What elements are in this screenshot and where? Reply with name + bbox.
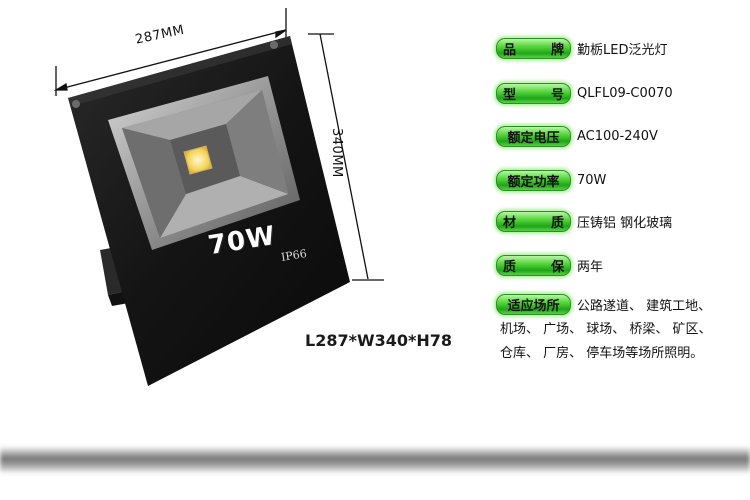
spec-tag-warranty: 质 保 (496, 254, 571, 276)
spec-tag-power: 额定功率 (496, 169, 571, 191)
spec-row-applications: 适应场所 公路遂道、 建筑工地、 (496, 292, 711, 316)
spec-tag-brand: 品 牌 (496, 37, 571, 59)
floor-shadow (0, 446, 750, 474)
spec-value-material: 压铸铝 钢化玻璃 (577, 215, 673, 231)
height-dimension-label: 340MM (329, 128, 344, 178)
spec-tag-model: 型 号 (496, 82, 571, 104)
spec-value-applications: 公路遂道、 建筑工地、 (577, 298, 712, 314)
spec-value-voltage: AC100-240V (577, 128, 658, 144)
applications-line-1: 机场、 广场、 球场、 桥梁、 矿区、 (500, 322, 712, 337)
spec-value-warranty: 两年 (577, 259, 604, 275)
spec-row-voltage: 额定电压 AC100-240V (496, 124, 658, 148)
spec-row-material: 材 质 压铸铝 钢化玻璃 (496, 209, 672, 233)
height-dimension-line (308, 33, 384, 281)
spec-row-brand: 品 牌 勤栃LED泛光灯 (496, 36, 667, 60)
spec-row-power: 额定功率 70W (496, 168, 606, 192)
flood-light-drawing (53, 8, 384, 386)
flood-light-illustration: 287MM 340MM 70W IP66 (0, 0, 400, 420)
spec-row-model: 型 号 QLFL09-C0070 (496, 81, 673, 105)
spec-value-model: QLFL09-C0070 (577, 85, 673, 101)
led-chip (183, 145, 213, 175)
applications-continued: 机场、 广场、 球场、 桥梁、 矿区、 仓库、 厂房、 停车场等场所照明。 (500, 318, 748, 366)
spec-tag-voltage: 额定电压 (496, 125, 571, 147)
applications-line-2: 仓库、 厂房、 停车场等场所照明。 (500, 346, 704, 361)
spec-value-brand: 勤栃LED泛光灯 (577, 42, 668, 58)
spec-tag-material: 材 质 (496, 210, 571, 232)
spec-value-power: 70W (577, 172, 607, 188)
spec-row-warranty: 质 保 两年 (496, 253, 603, 277)
spec-tag-applications: 适应场所 (496, 293, 571, 315)
product-size-text: L287*W340*H78 (305, 331, 453, 350)
width-dimension-line (53, 8, 287, 96)
